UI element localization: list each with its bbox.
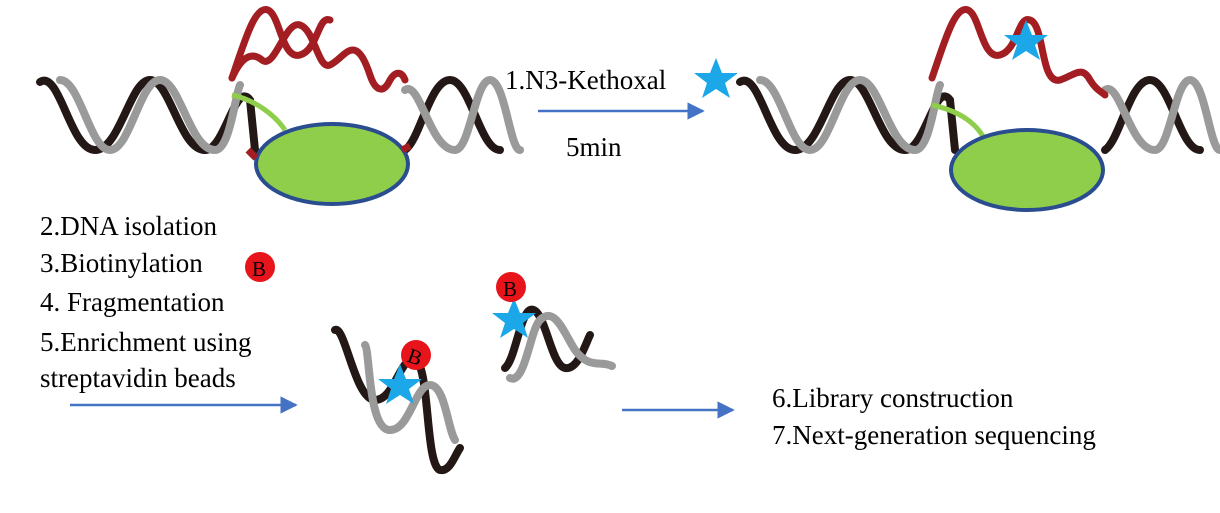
- dna-binding-protein-after: [949, 128, 1105, 212]
- left-helix-light-strand-after: [756, 75, 944, 155]
- step1-label: 1.N3-Kethoxal: [505, 65, 667, 95]
- dna-protein-complex-after: [736, 6, 1220, 212]
- step2-label: 2.DNA isolation: [40, 211, 218, 241]
- enriched-fragment-1: [331, 325, 464, 475]
- kethoxal-label-star-icon: [1004, 20, 1048, 60]
- dna-binding-protein: [254, 122, 410, 206]
- protein-linker: [231, 92, 288, 132]
- enriched-fragment-2: [492, 272, 616, 383]
- step1-time: 5min: [566, 132, 622, 162]
- step5-label: 5.Enrichment using: [40, 327, 252, 357]
- biotin-badge-letter: B: [252, 257, 267, 281]
- left-helix-dark-strand: [36, 75, 259, 155]
- protein-contact-right: [400, 142, 412, 154]
- fragment2-biotin-icon: [496, 272, 526, 302]
- right-helix-dark-strand-after: [1101, 75, 1204, 154]
- dna-protein-complex-before: [36, 6, 524, 206]
- ssdna-bubble-after: [928, 6, 1109, 99]
- fragment2-star-icon: [492, 298, 536, 338]
- step4-label: 4. Fragmentation: [40, 287, 225, 317]
- right-helix-light-strand: [401, 75, 524, 155]
- right-helix-dark-strand: [401, 75, 504, 154]
- step3-label: 3.Biotinylation: [40, 248, 203, 278]
- step5-label-cont: streptavidin beads: [40, 363, 236, 393]
- step7-label: 7.Next-generation sequencing: [772, 420, 1096, 450]
- fragment2-light-strand: [506, 312, 616, 383]
- left-helix-dark-strand-after: [736, 75, 959, 155]
- fragment1-biotin-icon: [401, 340, 431, 370]
- biotin-icon: [245, 252, 275, 282]
- step6-label: 6.Library construction: [772, 383, 1014, 413]
- fragment1-light-strand: [361, 341, 459, 444]
- protein-linker-after: [931, 102, 988, 142]
- fragment2-biotin-letter: B: [503, 277, 518, 301]
- protein-contact-left: [245, 147, 259, 161]
- n3-kethoxal-star-icon: [694, 58, 738, 98]
- ssdna-bubble-top: [228, 6, 334, 82]
- fragment1-star-icon: [378, 364, 422, 404]
- ssdna-bubble: [228, 21, 409, 93]
- right-helix-light-strand-after: [1101, 75, 1220, 155]
- left-helix-light-strand: [56, 75, 244, 155]
